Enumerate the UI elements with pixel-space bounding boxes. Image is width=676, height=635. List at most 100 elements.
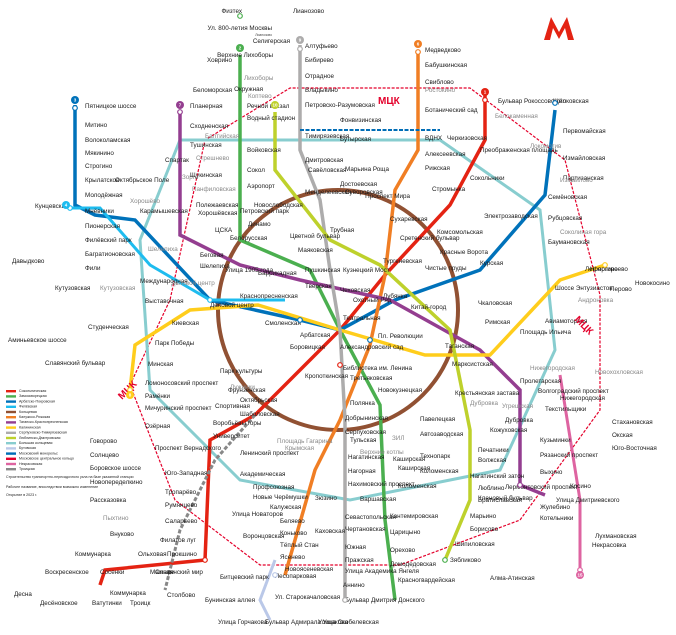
station-label-prazhskaya[interactable]: Пражская	[345, 557, 374, 564]
station-label-semenovskaya[interactable]: Семёновская	[548, 194, 587, 201]
station-label-rimskaya[interactable]: Римская	[485, 319, 510, 326]
station-label-komsomolskaya[interactable]: Комсомольская	[437, 229, 483, 236]
station-label-proletarskaya[interactable]: Пролетарская	[520, 378, 561, 385]
station-label-polezhaevskaya[interactable]: Полежаевская	[196, 202, 238, 209]
station-label-medvedkovo[interactable]: Медведково	[425, 47, 461, 54]
station-label-chkalovskaya[interactable]: Чкаловская	[478, 300, 512, 307]
station-label-varshavskaya[interactable]: Варшавская	[360, 496, 396, 503]
station-label-zil[interactable]: ЗИЛ	[392, 435, 404, 442]
station-label-sokol[interactable]: Сокол	[247, 167, 265, 174]
station-label-avtozavodskaya[interactable]: Автозаводская	[420, 431, 463, 438]
station-label-okruzhnaya[interactable]: Окружная	[234, 86, 263, 93]
station-label-bittsevsky[interactable]: Битцевский парк	[220, 573, 269, 581]
station-label-ul_gorchakova[interactable]: Улица Горчакова	[218, 619, 268, 626]
station-marker-pl_revol[interactable]	[367, 337, 373, 343]
station-label-zorge[interactable]: Зорге	[182, 174, 199, 181]
station-label-perovo[interactable]: Перово	[610, 286, 632, 293]
station-label-olkhovaya[interactable]: Ольховая	[138, 551, 167, 558]
station-label-tekstilshchiki[interactable]: Текстильщики	[545, 406, 587, 413]
station-label-barrikadnaya[interactable]: Баррикадная	[258, 270, 297, 277]
station-label-belokamennaya[interactable]: Белокаменная	[495, 113, 538, 120]
station-label-khoroshevskaya[interactable]: Хорошёвская	[198, 210, 237, 217]
station-label-yuzhnaya[interactable]: Южная	[345, 544, 366, 551]
station-label-polyanka[interactable]: Полянка	[350, 400, 375, 407]
station-label-ul800[interactable]: Ул. 800-летия Москвы	[208, 25, 273, 32]
station-label-tekhnopark[interactable]: Технопарк	[420, 453, 450, 460]
station-marker-planernaya[interactable]	[177, 109, 183, 115]
station-label-butyrskaya[interactable]: Бутырская	[340, 136, 371, 143]
station-label-tushinskaya[interactable]: Тушинская	[190, 142, 222, 149]
station-label-dmitrovskaya[interactable]: Дмитровская	[305, 157, 343, 164]
station-label-karamyshevskaya[interactable]: Карамышевская	[140, 208, 188, 215]
station-label-tulskaya[interactable]: Тульская	[350, 437, 376, 444]
station-label-mnevniki[interactable]: Мнёвники	[85, 208, 114, 215]
station-label-vladykino[interactable]: Владыкино	[305, 87, 338, 94]
station-label-lyublino[interactable]: Люблино	[478, 484, 505, 492]
station-label-kashirskaya[interactable]: Каширская	[393, 456, 425, 463]
station-label-universitet[interactable]: Университет	[213, 433, 250, 440]
station-label-kuntsevskaya[interactable]: Кунцевская	[35, 203, 69, 210]
station-label-kakhovskaya[interactable]: Каховская	[315, 528, 345, 535]
station-label-nagatinsky_zaton[interactable]: Нагатинский затон	[470, 472, 525, 480]
station-label-chekhovskaya[interactable]: Чеховская	[340, 287, 370, 294]
station-label-volgogradsky[interactable]: Волгоградский проспект	[538, 387, 609, 395]
station-label-zyuzino[interactable]: Зюзино	[315, 495, 337, 502]
station-label-belomorskaya[interactable]: Беломорская	[193, 87, 232, 94]
station-label-panfilovskaya[interactable]: Панфиловская	[192, 186, 236, 193]
station-label-yasenevo[interactable]: Ясенево	[280, 554, 305, 561]
station-label-okskaya[interactable]: Окская	[612, 432, 633, 439]
station-label-likhobory[interactable]: Лихоборы	[244, 74, 274, 82]
station-label-koptevo[interactable]: Коптево	[248, 93, 272, 100]
station-label-ploshchad_ilyicha[interactable]: Площадь Ильича	[520, 329, 571, 336]
station-label-khovrino[interactable]: Ховрино	[207, 57, 232, 64]
station-label-davydkovo[interactable]: Давыдково	[12, 258, 45, 265]
station-label-turgenevskaya[interactable]: Тургеневская	[383, 258, 422, 265]
station-label-voykovskaya[interactable]: Войковская	[247, 146, 281, 154]
station-label-volzhskaya[interactable]: Волжская	[478, 457, 506, 464]
station-label-sviblovo[interactable]: Свиблово	[425, 78, 454, 86]
station-label-petrovsko[interactable]: Петровско-Разумовская	[305, 102, 375, 109]
station-label-shipilovskaya[interactable]: Шипиловская	[455, 541, 495, 548]
station-label-krasnye[interactable]: Красные Ворота	[440, 249, 488, 256]
station-label-otradnoe[interactable]: Отрадное	[305, 73, 334, 80]
station-label-zhulebino[interactable]: Жулебино	[540, 503, 570, 511]
station-label-kuznetsky[interactable]: Кузнецкий Мост	[343, 266, 390, 274]
station-label-rizhskaya[interactable]: Рижская	[425, 165, 450, 172]
station-marker-medvedkovo[interactable]	[415, 49, 421, 55]
station-label-lukhmanovskaya[interactable]: Лухмановская	[595, 533, 637, 540]
station-label-teatralnaya[interactable]: Театральная	[343, 315, 381, 322]
station-label-aminyevskoe[interactable]: Аминьевское шоссе	[8, 337, 67, 344]
station-label-smolenskaya[interactable]: Смоленская	[265, 320, 301, 327]
station-label-timiryaz[interactable]: Тимирязевская	[305, 133, 349, 140]
station-label-pervomayskaya[interactable]: Первомайская	[563, 127, 606, 135]
station-label-mitino[interactable]: Митино	[85, 122, 108, 129]
station-label-ryazansky[interactable]: Рязанский проспект	[540, 451, 598, 459]
station-label-ul_ak_yangelya[interactable]: Улица Академика Янгеля	[345, 568, 419, 575]
station-label-fiztekh[interactable]: Физтех	[221, 8, 242, 15]
station-label-fonvizinskaya[interactable]: Фонвизинская	[340, 117, 381, 124]
station-label-nizhegorod_mck[interactable]: Нижегородская	[530, 365, 575, 372]
station-label-pl_revol[interactable]: Пл. Революции	[378, 333, 423, 340]
station-label-lesoparkovaya[interactable]: Лесопарковая	[275, 573, 316, 580]
station-label-pushkinskaya[interactable]: Пушкинская	[305, 267, 340, 274]
station-label-alekseevskaya[interactable]: Алексеевская	[425, 151, 466, 158]
station-label-okhotny[interactable]: Охотный Ряд	[353, 296, 392, 304]
station-label-kuzminki[interactable]: Кузьминки	[540, 437, 571, 444]
station-label-tsaritsyno[interactable]: Царицыно	[390, 529, 421, 536]
station-label-arbatskaya[interactable]: Арбатская	[300, 331, 330, 339]
station-label-profsoyuznaya[interactable]: Профсоюзная	[253, 484, 294, 491]
station-label-desenovskoe[interactable]: Десёновское	[40, 600, 78, 607]
station-label-suvorovskaya[interactable]: Суворовская	[345, 189, 383, 196]
station-label-babushkinskaya[interactable]: Бабушкинская	[425, 61, 467, 69]
station-label-biblioteka[interactable]: Библиотека им. Ленина	[343, 364, 412, 372]
station-label-rumyantsevo[interactable]: Румянцево	[165, 502, 198, 509]
station-label-chertanovskaya[interactable]: Чертановская	[345, 526, 386, 533]
station-label-pl_gagarina[interactable]: Площадь Гагарина	[277, 438, 333, 445]
station-label-streshnevo[interactable]: Стрешнево	[196, 155, 230, 162]
station-label-fili[interactable]: Фили	[85, 265, 101, 272]
station-label-pyatnitskoe[interactable]: Пятницкое шоссе	[85, 103, 137, 110]
station-label-krasnogvardeyskaya[interactable]: Красногвардейская	[398, 576, 455, 584]
station-label-vnukovo[interactable]: Внуково	[110, 531, 134, 538]
station-label-vykhino[interactable]: Выхино	[540, 469, 563, 476]
station-label-zyablikovo[interactable]: Зябликово	[450, 556, 481, 564]
